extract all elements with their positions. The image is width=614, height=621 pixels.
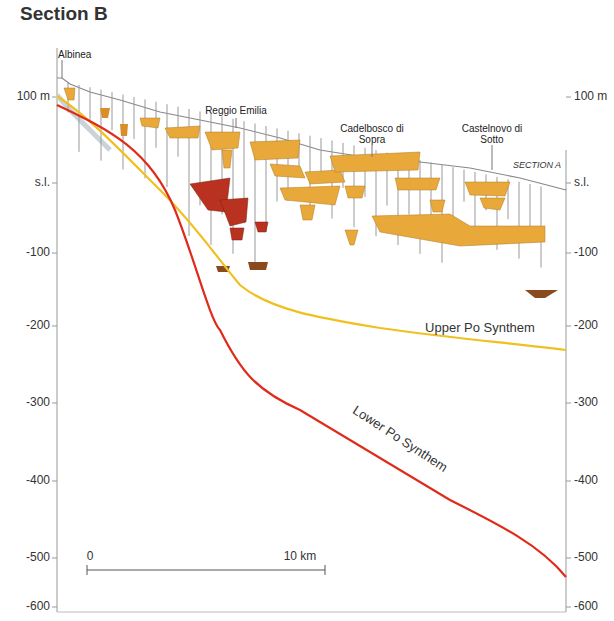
axis-label: s.l. <box>574 176 589 189</box>
axis-tick <box>566 253 571 254</box>
axis-label: -600 <box>574 600 598 613</box>
well-line <box>519 182 520 259</box>
well-line <box>112 92 113 130</box>
axis-tick <box>52 481 57 482</box>
axis-label: -600 <box>26 600 50 613</box>
scale-label: 10 km <box>284 550 317 563</box>
axis-label: -100 <box>574 246 598 259</box>
axis-tick <box>52 253 57 254</box>
well-line <box>431 162 432 223</box>
well-line <box>134 97 135 139</box>
axis-label: -200 <box>574 319 598 332</box>
axis-label: -500 <box>26 551 50 564</box>
town-name: Cadelbosco di Sopra <box>337 123 407 145</box>
axis-tick <box>52 558 57 559</box>
axis-label: -400 <box>574 474 598 487</box>
well-line <box>464 170 465 202</box>
scale-label: 0 <box>87 550 94 563</box>
town-name: Reggio Emilia <box>205 105 267 116</box>
axis-label: -400 <box>26 474 50 487</box>
axis-label: -500 <box>574 551 598 564</box>
section-title: Section B <box>20 4 108 25</box>
well-line <box>420 160 421 254</box>
axis-tick <box>566 481 571 482</box>
town-name: Albinea <box>58 49 91 60</box>
well-line <box>442 165 443 263</box>
town-name: Castelnovo di Sotto <box>457 123 527 145</box>
well-line <box>79 85 80 152</box>
axis-tick <box>566 558 571 559</box>
axis-label: -300 <box>26 396 50 409</box>
section-marker: SECTION A <box>513 161 561 171</box>
axis-label: -100 <box>26 246 50 259</box>
axis-label: 100 m <box>574 90 607 103</box>
synthem-name: Upper Po Synthem <box>425 321 535 335</box>
axis-tick <box>566 326 571 327</box>
axis-tick <box>566 183 571 184</box>
well-line <box>167 104 168 187</box>
axis-label: s.l. <box>35 176 50 189</box>
well-line <box>530 184 531 228</box>
axis-label: 100 m <box>17 90 50 103</box>
axis-label: -200 <box>26 319 50 332</box>
axis-tick <box>52 607 57 608</box>
well-line <box>101 90 102 161</box>
synthem-name: Lower Po Synthem <box>350 403 450 475</box>
axis-tick <box>52 183 57 184</box>
axis-tick <box>52 326 57 327</box>
axis-tick <box>566 403 571 404</box>
axis-tick <box>52 403 57 404</box>
axis-tick <box>566 97 571 98</box>
axis-label: -300 <box>574 396 598 409</box>
axis-tick <box>566 607 571 608</box>
well-line <box>145 99 146 178</box>
well-line <box>90 87 91 121</box>
